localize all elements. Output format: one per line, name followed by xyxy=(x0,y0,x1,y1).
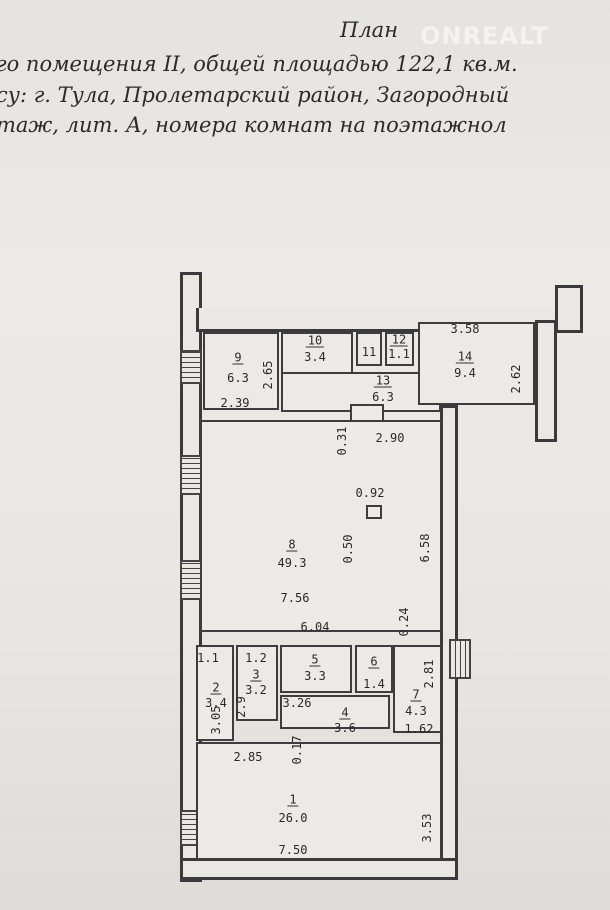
room-3 xyxy=(236,645,278,721)
room-12 xyxy=(385,332,414,366)
dimension-label: 0.50 xyxy=(341,534,355,564)
dimension-label: 0.24 xyxy=(397,607,411,637)
room-number: 3 xyxy=(250,667,262,682)
room-area: 26.0 xyxy=(278,811,308,825)
dimension-label: 3.53 xyxy=(420,813,434,843)
dimension-label: 1.1 xyxy=(197,651,219,665)
room-number: 4 xyxy=(339,705,351,720)
dimension-label: 1.62 xyxy=(404,722,434,736)
column xyxy=(366,505,382,519)
header-line-2: су: г. Тула, Пролетарский район, Загород… xyxy=(0,83,510,107)
dimension-label: 2.81 xyxy=(422,659,436,689)
window xyxy=(180,350,202,384)
dimension-label: 7.50 xyxy=(278,843,308,857)
dimension-label: 2.9 xyxy=(234,696,248,718)
dimension-label: 2.62 xyxy=(509,364,523,394)
right-stub-wall xyxy=(555,285,583,333)
room-number: 2 xyxy=(210,680,222,695)
room-number: 14 xyxy=(455,349,475,364)
room-area: 3.3 xyxy=(304,669,326,683)
room-4 xyxy=(280,695,390,729)
right-upper-wall xyxy=(535,320,557,442)
dimension-label: 2.65 xyxy=(261,360,275,390)
room-number: 11 xyxy=(361,345,377,359)
room-number: 12 xyxy=(389,332,409,347)
room-5 xyxy=(280,645,352,693)
room-8 xyxy=(200,420,442,632)
room-area: 3.4 xyxy=(205,696,227,710)
room-11 xyxy=(356,332,382,366)
room-number: 10 xyxy=(305,333,325,348)
dimension-label: 6.04 xyxy=(300,620,330,634)
dimension-label: 0.17 xyxy=(290,735,304,765)
dimension-label: 3.05 xyxy=(209,705,223,735)
room-number: 5 xyxy=(309,652,321,667)
dimension-label: 2.90 xyxy=(375,431,405,445)
dimension-label: 6.58 xyxy=(418,533,432,563)
room-number: 13 xyxy=(373,373,393,388)
room-6 xyxy=(355,645,393,693)
header-line-3: таж, лит. А, номера комнат на поэтажнол xyxy=(0,113,507,137)
room-area: 49.3 xyxy=(277,556,307,570)
room-area: 6.3 xyxy=(372,390,394,404)
room-9 xyxy=(203,332,279,410)
room-area: 3.6 xyxy=(334,721,356,735)
room-area: 4.3 xyxy=(405,704,427,718)
room-number: 6 xyxy=(368,654,380,669)
bottom-wall xyxy=(180,858,458,880)
dimension-label: 2.85 xyxy=(233,750,263,764)
watermark: ONREALT xyxy=(420,22,549,50)
dimension-label: 3.26 xyxy=(282,696,312,710)
room-2 xyxy=(196,645,234,741)
room-area: 3.2 xyxy=(245,683,267,697)
header-line-1: го помещения II, общей площадью 122,1 кв… xyxy=(0,52,518,76)
dimension-label: 0.31 xyxy=(335,426,349,456)
dimension-label: 0.92 xyxy=(355,486,385,500)
room-number: 8 xyxy=(286,537,298,552)
room-7 xyxy=(393,645,442,733)
window xyxy=(180,560,202,600)
dimension-label: 7.56 xyxy=(280,591,310,605)
room-area: 9.4 xyxy=(454,366,476,380)
room-14 xyxy=(418,322,535,405)
room-number: 7 xyxy=(410,687,422,702)
dimension-label: 1.2 xyxy=(245,651,267,665)
room-area: 1.4 xyxy=(363,677,385,691)
room-area: 6.3 xyxy=(227,371,249,385)
room-1 xyxy=(196,742,442,860)
plan-title: План xyxy=(340,18,399,42)
window xyxy=(180,455,202,495)
room-area: 1.1 xyxy=(388,347,410,361)
room-area: 3.4 xyxy=(304,350,326,364)
room-number: 1 xyxy=(287,792,299,807)
room-number: 9 xyxy=(232,350,244,365)
entrance-steps xyxy=(449,639,471,679)
dimension-label: 3.58 xyxy=(450,322,480,336)
dimension-label: 2.39 xyxy=(220,396,250,410)
